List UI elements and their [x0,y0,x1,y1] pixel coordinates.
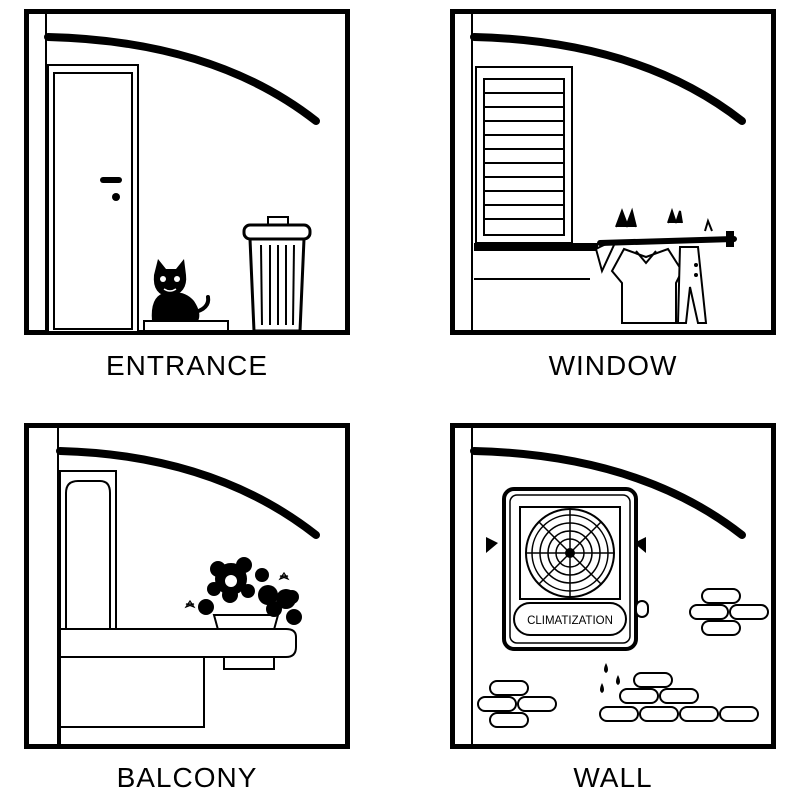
door-icon [47,64,139,333]
trash-can-icon [242,216,312,333]
entrance-label: ENTRANCE [105,350,268,381]
air-conditioner-icon: CLIMATIZATION [486,487,646,693]
balcony-panel [24,423,350,749]
window-label: WINDOW [548,350,678,381]
bricks-icon [477,588,769,728]
balcony-door-icon [59,470,117,632]
wall-illustration: CLIMATIZATION [450,423,776,749]
wall-label: WALL [573,762,653,793]
climatization-label: CLIMATIZATION [527,615,613,627]
entrance-illustration [24,9,350,335]
window-illustration [450,9,776,335]
entrance-panel [24,9,350,335]
balcony-railing-icon [59,628,297,746]
window-icon [474,66,598,280]
balcony-label: BALCONY [116,762,258,793]
window-panel [450,9,776,335]
wall-panel: CLIMATIZATION [450,423,776,749]
balcony-illustration [24,423,350,749]
cat-icon [143,259,229,332]
clothesline-icon [594,207,737,324]
